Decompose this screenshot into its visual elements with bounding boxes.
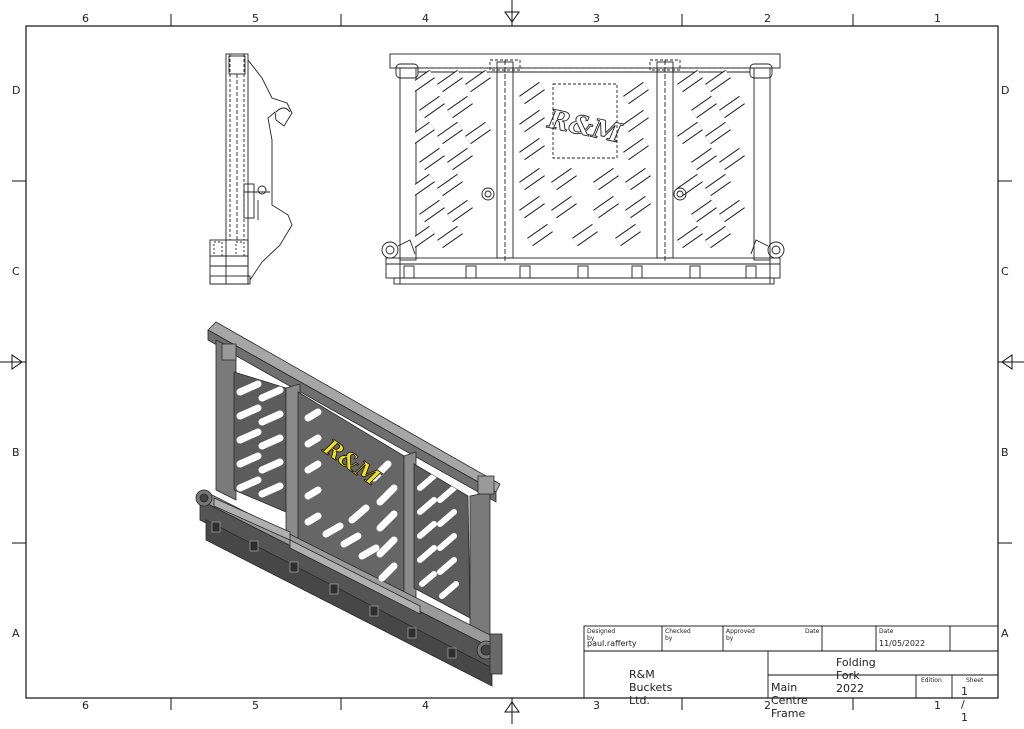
iso-slots-middle — [304, 408, 398, 582]
date-value: 11/05/2022 — [879, 639, 926, 648]
zone-label-left-A: A — [12, 627, 20, 640]
zone-label-top-6: 6 — [82, 12, 89, 25]
approved-by-label: Approved by — [726, 628, 755, 642]
drawing-title: Folding Fork 2022 — [836, 656, 876, 695]
isometric-view — [195, 321, 503, 687]
zone-label-right-C: C — [1001, 265, 1009, 278]
zone-label-bottom-3: 3 — [593, 699, 600, 712]
checked-by-label: Checked by — [665, 628, 691, 642]
drawing-subtitle: Main Centre Frame — [771, 681, 808, 720]
side-view-drawing — [209, 53, 293, 285]
iso-slots-right — [417, 473, 459, 599]
zone-label-bottom-2: 2 — [764, 699, 771, 712]
sheet-number: 1 / 1 — [961, 685, 968, 724]
zone-label-left-C: C — [12, 265, 20, 278]
front-view-drawing — [381, 53, 785, 285]
zone-label-top-2: 2 — [764, 12, 771, 25]
zone-label-bottom-4: 4 — [422, 699, 429, 712]
zone-label-top-3: 3 — [593, 12, 600, 25]
zone-label-top-1: 1 — [934, 12, 941, 25]
date-label-approved: Date — [805, 628, 820, 635]
date-label: Date — [879, 628, 894, 635]
zone-label-left-D: D — [12, 84, 21, 97]
edition-label: Edition — [921, 677, 942, 684]
iso-slots-left — [236, 380, 284, 498]
designed-by-value: paul.rafferty — [587, 639, 637, 648]
zone-label-bottom-6: 6 — [82, 699, 89, 712]
title-block-frame — [583, 625, 999, 699]
designed-by-label: Designed by — [587, 628, 616, 642]
zone-label-bottom-5: 5 — [252, 699, 259, 712]
zone-label-top-5: 5 — [252, 12, 259, 25]
zone-label-left-B: B — [12, 446, 20, 459]
iso-base-slots — [211, 521, 457, 659]
zone-label-right-A: A — [1001, 627, 1009, 640]
zone-label-right-D: D — [1001, 84, 1010, 97]
zone-label-right-B: B — [1001, 446, 1009, 459]
sheet-border — [25, 25, 999, 699]
front-view-logo: R&M — [544, 104, 625, 149]
company-name: R&M Buckets Ltd. — [629, 668, 673, 707]
sheet-label: Sheet — [966, 677, 984, 684]
zone-ticks — [12, 14, 1012, 710]
zone-label-bottom-1: 1 — [934, 699, 941, 712]
zone-label-top-4: 4 — [422, 12, 429, 25]
